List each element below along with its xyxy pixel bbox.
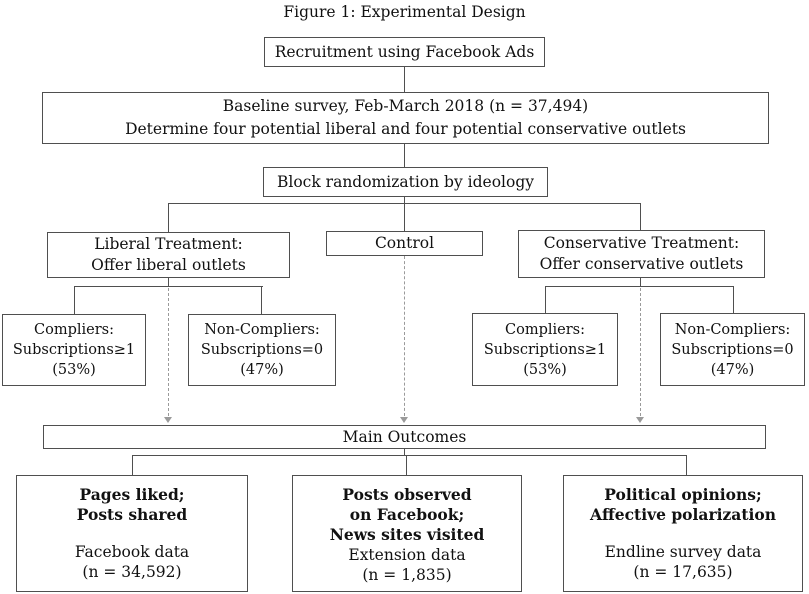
dashed-line-control-outcomes	[404, 256, 405, 416]
outcome-extension-bold-3: News sites visited	[329, 525, 485, 544]
connector-outcome-endline	[686, 455, 687, 475]
node-outcome-facebook: Pages liked; Posts shared Facebook data …	[16, 475, 248, 592]
outcome-endline-bold-1: Political opinions;	[604, 485, 762, 504]
baseline-line-1: Baseline survey, Feb-March 2018 (n = 37,…	[222, 97, 589, 115]
down-arrow-icon	[636, 417, 644, 423]
liberal-non-compliers-line-1: Non-Compliers:	[204, 322, 320, 338]
connector-outcome-facebook	[132, 455, 133, 475]
connector-conservative-compliers	[545, 286, 546, 313]
down-arrow-icon	[400, 417, 408, 423]
connector-liberal-stub	[168, 278, 169, 287]
liberal-non-compliers-line-3: (47%)	[240, 362, 284, 378]
node-conservative-non-compliers: Non-Compliers: Subscriptions=0 (47%)	[660, 313, 805, 386]
baseline-line-2: Determine four potential liberal and fou…	[125, 120, 686, 138]
node-recruitment-text: Recruitment using Facebook Ads	[274, 42, 535, 61]
node-baseline-survey: Baseline survey, Feb-March 2018 (n = 37,…	[42, 92, 769, 144]
branch-line-liberal-compliance	[74, 286, 263, 287]
connector-conservative-non-compliers	[733, 286, 734, 313]
down-arrow-icon	[164, 417, 172, 423]
conservative-non-compliers-line-1: Non-Compliers:	[674, 321, 791, 338]
node-recruitment: Recruitment using Facebook Ads	[264, 37, 545, 67]
node-liberal-compliers: Compliers: Subscriptions≥1 (53%)	[2, 314, 146, 386]
branch-line-conservative-compliance	[545, 286, 734, 287]
node-control-text: Control	[374, 234, 435, 252]
connector-liberal-compliers	[74, 286, 75, 314]
liberal-non-compliers-line-2: Subscriptions=0	[200, 342, 324, 358]
outcome-facebook-data-2: (n = 34,592)	[82, 563, 182, 581]
branch-line-outcomes	[132, 455, 686, 456]
connector-branch-control	[404, 203, 405, 231]
conservative-non-compliers-line-3: (47%)	[710, 361, 755, 378]
connector-branch-conservative	[640, 203, 641, 230]
outcome-endline-data-1: Endline survey data	[604, 543, 762, 561]
node-block-randomization: Block randomization by ideology	[263, 167, 548, 197]
node-conservative-compliers: Compliers: Subscriptions≥1 (53%)	[472, 313, 618, 386]
node-main-outcomes: Main Outcomes	[43, 425, 766, 449]
conservative-compliers-line-3: (53%)	[523, 361, 567, 378]
connector-branch-liberal	[168, 203, 169, 232]
outcome-extension-data-1: Extension data	[348, 546, 466, 564]
node-block-randomization-text: Block randomization by ideology	[276, 172, 534, 191]
node-conservative-treatment: Conservative Treatment: Offer conservati…	[518, 230, 765, 278]
conservative-compliers-line-1: Compliers:	[505, 321, 585, 338]
conservative-treatment-line-2: Offer conservative outlets	[539, 255, 744, 273]
outcome-facebook-bold: Pages liked; Posts shared	[77, 485, 188, 525]
outcome-facebook-bold-1: Pages liked;	[79, 485, 185, 504]
outcome-facebook-data: Facebook data (n = 34,592)	[75, 542, 189, 582]
connector-outcome-extension	[406, 455, 407, 475]
connector-recruitment-baseline	[404, 67, 405, 92]
dashed-line-liberal-outcomes	[168, 288, 169, 416]
connector-liberal-non-compliers	[261, 286, 262, 314]
liberal-treatment-line-2: Offer liberal outlets	[91, 256, 246, 274]
outcome-endline-data-2: (n = 17,635)	[633, 563, 733, 581]
figure-title: Figure 1: Experimental Design	[283, 3, 526, 21]
liberal-compliers-line-2: Subscriptions≥1	[12, 342, 136, 358]
connector-outcomes-stub	[404, 449, 405, 456]
outcome-endline-bold-2: Affective polarization	[589, 505, 777, 524]
outcome-facebook-data-1: Facebook data	[74, 543, 190, 561]
outcome-endline-bold: Political opinions; Affective polarizati…	[590, 485, 776, 525]
liberal-compliers-line-3: (53%)	[52, 362, 96, 378]
liberal-treatment-line-1: Liberal Treatment:	[94, 235, 243, 253]
outcome-extension-data: Extension data (n = 1,835)	[348, 545, 465, 585]
node-outcome-endline: Political opinions; Affective polarizati…	[563, 475, 803, 592]
node-liberal-non-compliers: Non-Compliers: Subscriptions=0 (47%)	[188, 314, 336, 386]
outcome-extension-bold: Posts observed on Facebook; News sites v…	[330, 485, 485, 545]
outcome-facebook-bold-2: Posts shared	[76, 505, 188, 524]
outcome-extension-bold-1: Posts observed	[342, 485, 472, 504]
connector-conservative-stub	[640, 278, 641, 287]
conservative-compliers-line-2: Subscriptions≥1	[483, 341, 607, 358]
conservative-non-compliers-line-2: Subscriptions=0	[671, 341, 794, 358]
conservative-treatment-line-1: Conservative Treatment:	[543, 234, 740, 252]
node-control: Control	[326, 231, 483, 256]
dashed-line-conservative-outcomes	[640, 288, 641, 416]
outcome-extension-data-2: (n = 1,835)	[362, 566, 452, 584]
outcome-extension-bold-2: on Facebook;	[349, 505, 465, 524]
node-liberal-treatment: Liberal Treatment: Offer liberal outlets	[47, 232, 290, 278]
connector-randomization-branch	[404, 197, 405, 203]
node-outcome-extension: Posts observed on Facebook; News sites v…	[292, 475, 522, 592]
outcome-endline-data: Endline survey data (n = 17,635)	[605, 542, 762, 582]
liberal-compliers-line-1: Compliers:	[34, 322, 114, 338]
connector-baseline-randomization	[404, 144, 405, 167]
node-main-outcomes-text: Main Outcomes	[342, 427, 467, 446]
